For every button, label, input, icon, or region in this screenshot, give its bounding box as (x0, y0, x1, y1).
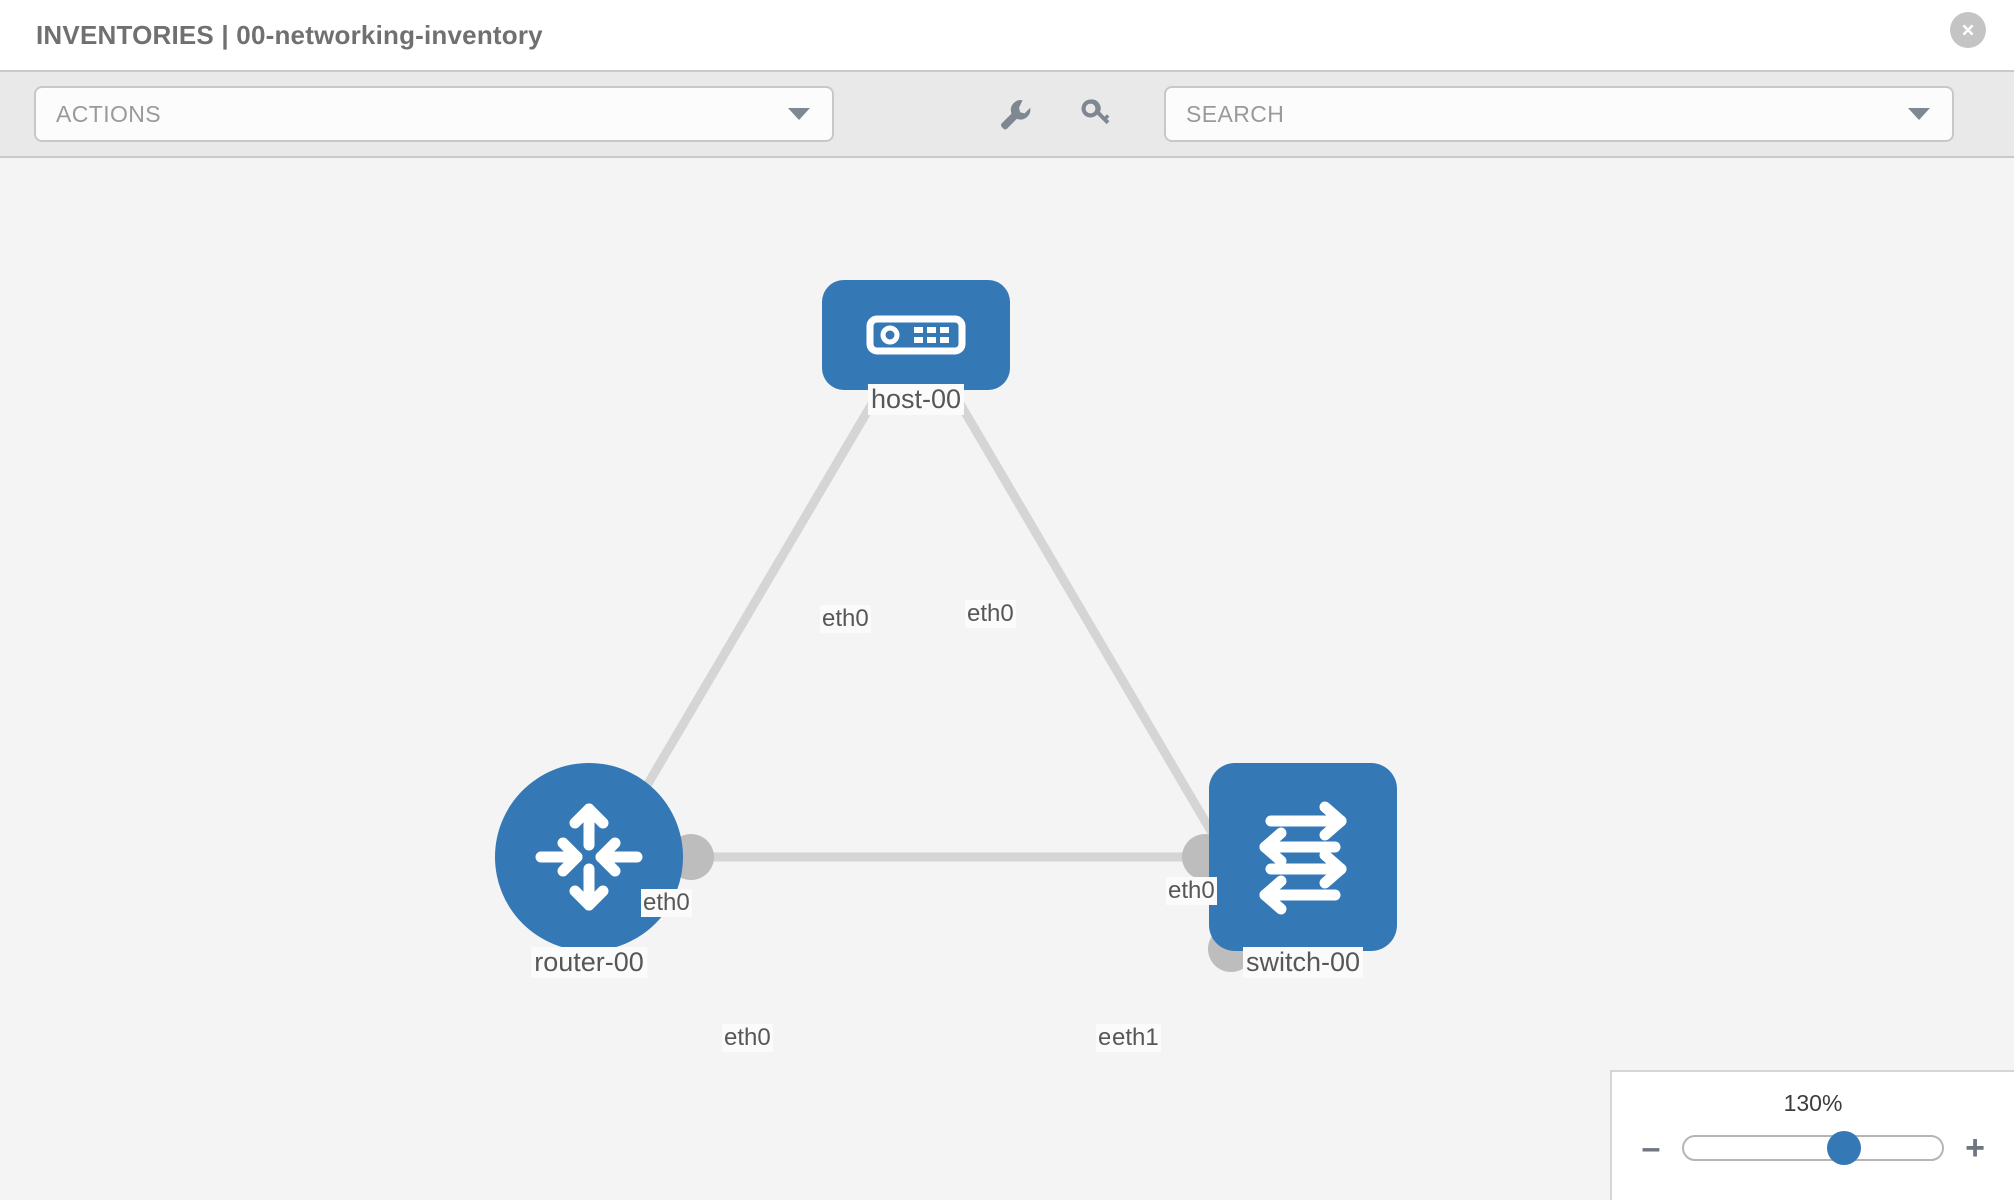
port-label-router00-east: eth0 (722, 1024, 773, 1052)
page-title: INVENTORIES | 00-networking-inventory (36, 19, 543, 50)
toolbar-icon-group (994, 94, 1116, 134)
topology-node-router-00[interactable]: router-00 (495, 763, 683, 978)
zoom-in-button[interactable]: + (1965, 1129, 1985, 1167)
zoom-slider-track[interactable] (1682, 1131, 1944, 1165)
topology-canvas[interactable]: host-00 router-00 (0, 158, 2014, 1200)
link-host00-router00[interactable] (612, 387, 884, 841)
toolbar: ACTIONS SEARCH (0, 70, 2014, 158)
actions-dropdown[interactable]: ACTIONS (34, 86, 834, 142)
chevron-down-icon (1908, 108, 1930, 120)
chevron-down-icon (788, 108, 810, 120)
node-shape-router (495, 763, 683, 951)
search-dropdown[interactable]: SEARCH (1164, 86, 1954, 142)
node-shape-switch (1209, 763, 1397, 951)
actions-dropdown-label: ACTIONS (56, 100, 162, 127)
zoom-percent-label: 130% (1783, 1090, 1843, 1116)
port-label-host00-left: eth0 (820, 605, 871, 633)
page-header: INVENTORIES | 00-networking-inventory (0, 0, 2014, 70)
zoom-control: 130% – + (1610, 1070, 2014, 1200)
server-icon (866, 315, 966, 355)
close-button[interactable] (1950, 12, 1986, 48)
switch-arrows-icon (1259, 801, 1347, 915)
router-arrows-icon (535, 803, 643, 911)
zoom-out-button[interactable]: – (1641, 1129, 1661, 1167)
port-label-router00-up: eth0 (641, 889, 692, 917)
node-label-router-00: router-00 (531, 947, 647, 978)
topology-links (612, 387, 1219, 862)
node-shape-host (822, 280, 1010, 390)
port-label-switch00-up: eth0 (1166, 877, 1217, 905)
node-label-switch-00: switch-00 (1242, 947, 1364, 978)
close-icon (1962, 24, 1974, 36)
key-icon[interactable] (1076, 94, 1116, 134)
zoom-slider-row: – + (1612, 1131, 2014, 1165)
topology-node-host-00[interactable]: host-00 (822, 280, 1010, 415)
port-label-switch00-west: eth1 (1110, 1024, 1161, 1052)
wrench-icon[interactable] (994, 94, 1034, 134)
node-label-host-00: host-00 (867, 384, 965, 415)
zoom-slider-thumb[interactable] (1826, 1131, 1861, 1165)
port-label-host00-right: eth0 (965, 600, 1016, 628)
search-input[interactable]: SEARCH (1186, 100, 1285, 127)
link-host00-switch00[interactable] (948, 387, 1219, 841)
topology-node-switch-00[interactable]: switch-00 (1209, 763, 1397, 978)
